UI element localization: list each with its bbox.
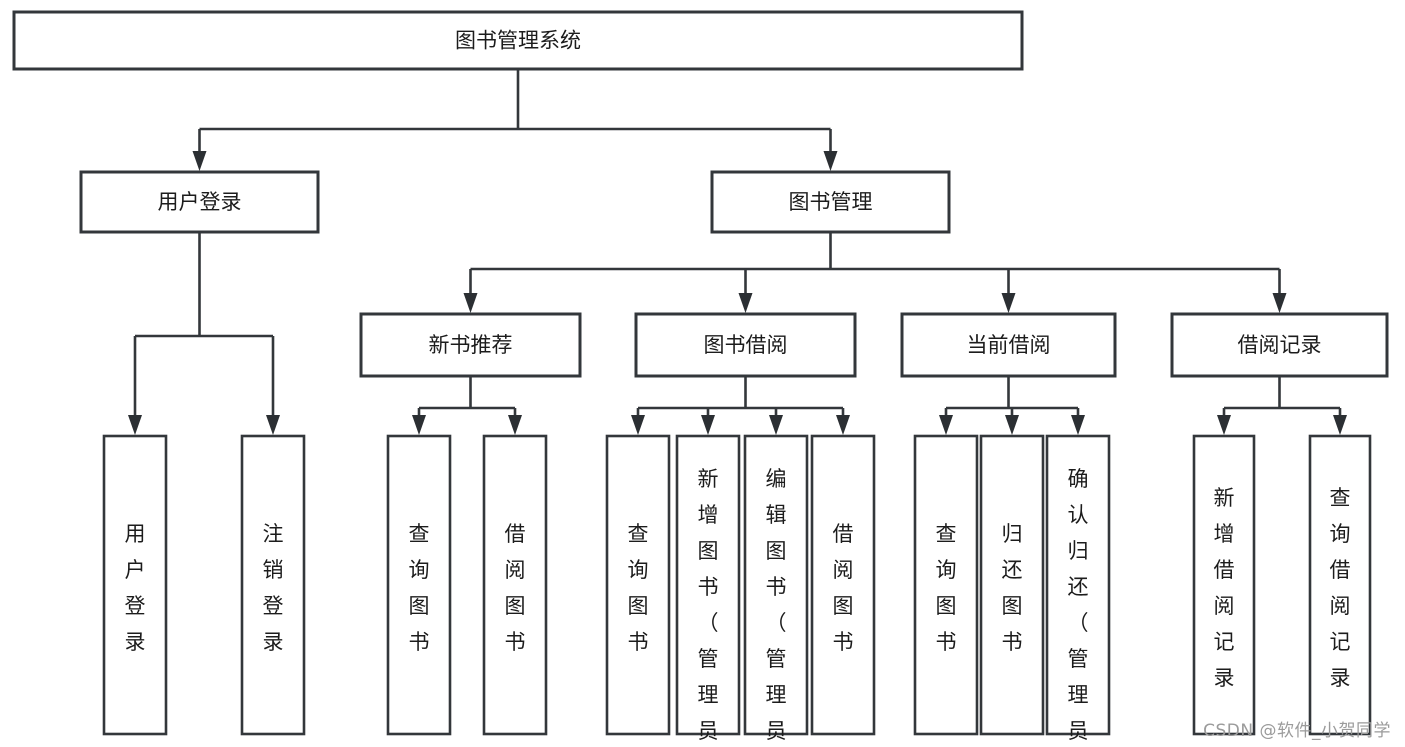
- node-新增借阅记录[interactable]: 新增借阅记录: [1192, 434, 1256, 736]
- node-图书借阅[interactable]: 图书借阅: [634, 312, 857, 378]
- leaf-label: 查询借阅记录: [1330, 486, 1351, 690]
- node-label: 当前借阅: [967, 333, 1051, 357]
- node-注销登录[interactable]: 注销登录: [240, 434, 306, 736]
- leaf-label: 借阅图书: [833, 522, 854, 654]
- node-查询图书[interactable]: 查询图书: [913, 434, 979, 736]
- leaf-label: 归还图书: [1002, 522, 1023, 654]
- leaf-label: 注销登录: [263, 522, 284, 654]
- node-查询图书[interactable]: 查询图书: [605, 434, 671, 736]
- leaf-label: 确认归还（管理员）: [1068, 467, 1089, 747]
- leaf-label: 借阅图书: [505, 522, 526, 654]
- leaf-label: 新增借阅记录: [1214, 486, 1235, 690]
- leaf-label: 编辑图书（管理员）: [766, 467, 787, 747]
- node-归还图书[interactable]: 归还图书: [979, 434, 1045, 736]
- node-编辑图书（管理员）[interactable]: 编辑图书（管理员）: [743, 434, 809, 747]
- leaf-label: 查询图书: [936, 522, 957, 654]
- leaf-label: 查询图书: [409, 522, 430, 654]
- node-当前借阅[interactable]: 当前借阅: [900, 312, 1117, 378]
- node-label: 图书管理: [789, 190, 873, 214]
- node-借阅图书[interactable]: 借阅图书: [482, 434, 548, 736]
- node-label: 图书借阅: [704, 333, 788, 357]
- node-label: 借阅记录: [1238, 333, 1322, 357]
- leaf-label: 查询图书: [628, 522, 649, 654]
- leaf-label: 新增图书（管理员）: [698, 467, 719, 747]
- node-新书推荐[interactable]: 新书推荐: [359, 312, 582, 378]
- node-借阅记录[interactable]: 借阅记录: [1170, 312, 1389, 378]
- leaf-label: 用户登录: [125, 522, 146, 654]
- node-label: 新书推荐: [429, 333, 513, 357]
- node-新增图书（管理员）[interactable]: 新增图书（管理员）: [675, 434, 741, 747]
- node-用户登录[interactable]: 用户登录: [102, 434, 168, 736]
- node-图书管理[interactable]: 图书管理: [710, 170, 951, 234]
- node-用户登录[interactable]: 用户登录: [79, 170, 320, 234]
- node-确认归还（管理员）[interactable]: 确认归还（管理员）: [1045, 434, 1111, 747]
- node-借阅图书[interactable]: 借阅图书: [810, 434, 876, 736]
- watermark-label: CSDN @软件_小贺同学: [1203, 721, 1391, 741]
- node-label: 用户登录: [158, 190, 242, 214]
- edge-layer: [128, 69, 1347, 435]
- node-图书管理系统[interactable]: 图书管理系统: [12, 10, 1024, 71]
- node-查询图书[interactable]: 查询图书: [386, 434, 452, 736]
- node-查询借阅记录[interactable]: 查询借阅记录: [1308, 434, 1372, 736]
- node-layer: 图书管理系统用户登录图书管理新书推荐图书借阅当前借阅借阅记录用户登录注销登录查询…: [12, 10, 1389, 747]
- node-label: 图书管理系统: [455, 29, 581, 53]
